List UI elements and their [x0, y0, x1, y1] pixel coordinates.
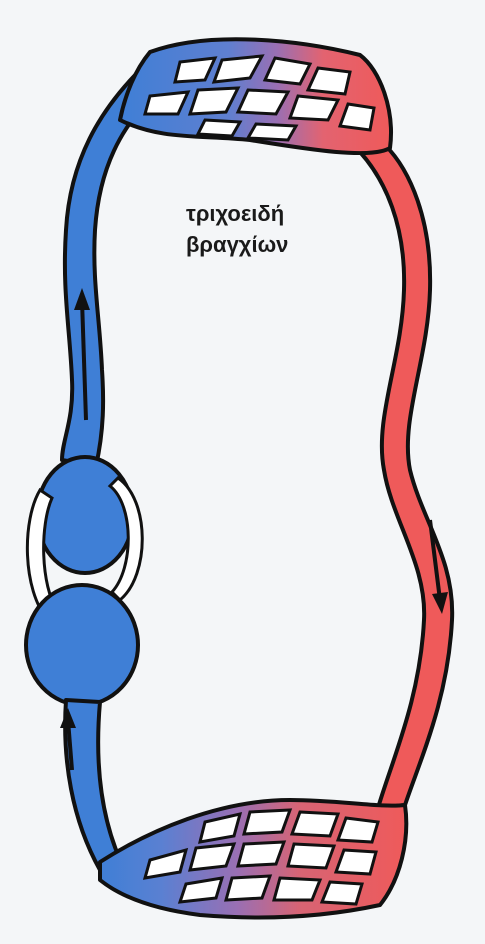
- heart-atrium-upper: [37, 457, 133, 573]
- heart-ventricle-lower: [26, 585, 138, 705]
- label-line-1: τριχοειδή: [186, 198, 346, 229]
- dorsal-aorta-vessel: [360, 145, 452, 808]
- label-line-2: βραγχίων: [186, 229, 346, 260]
- gill-capillaries-label: τριχοειδή βραγχίων: [186, 198, 346, 260]
